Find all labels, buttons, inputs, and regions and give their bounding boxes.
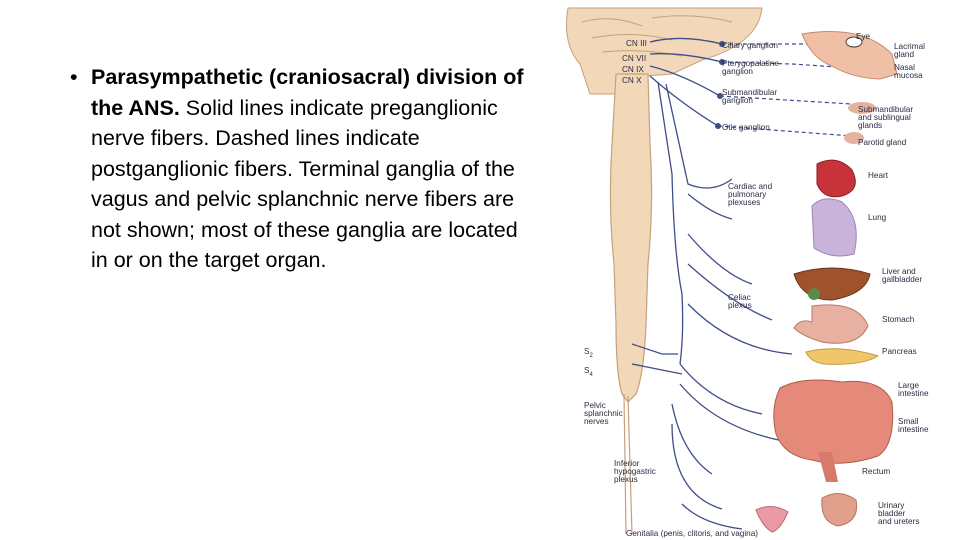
label-celiac-1: Celiac (728, 293, 751, 302)
label-rectum: Rectum (862, 467, 890, 476)
label-cardiac-3: plexuses (728, 198, 760, 207)
brain-folds (581, 15, 733, 57)
heart-organ (816, 159, 856, 198)
parotid-organ (844, 132, 864, 144)
label-salivary-1: Submandibular (858, 105, 913, 114)
label-pelvic-3: nerves (584, 417, 609, 426)
label-cn9: CN IX (622, 65, 644, 74)
label-large-2: intestine (898, 389, 929, 398)
label-liver-1: Liver and (882, 267, 916, 276)
spinal-cord (609, 73, 653, 403)
label-ciliary: Ciliary ganglion (722, 41, 778, 50)
diagram-svg: CN III CN VII CN IX CN X S2 S4 Pelvic sp… (566, 7, 929, 538)
label-cn10: CN X (622, 76, 642, 85)
bullet-body: Solid lines indicate preganglionic nerve… (91, 95, 518, 273)
label-nasal-2: mucosa (894, 71, 923, 80)
label-otic: Otic ganglion (722, 123, 770, 132)
label-genitalia: Genitalia (penis, clitoris, and vagina) (626, 529, 758, 538)
liver-organ (793, 267, 871, 301)
preganglionic-fibers (631, 37, 803, 530)
bullet-text: Parasympathetic (craniosacral) division … (91, 62, 540, 276)
label-celiac-2: plexus (728, 301, 752, 310)
label-cn7: CN VII (622, 54, 646, 63)
label-submand-2: ganglion (722, 96, 753, 105)
label-cn3: CN III (626, 39, 647, 48)
label-inferior-3: plexus (614, 475, 638, 484)
face-profile (801, 31, 898, 80)
label-urinary-3: and ureters (878, 517, 919, 526)
bullet-bold-title: Parasympathetic (craniosacral) division … (91, 65, 524, 120)
label-cardiac-1: Cardiac and (728, 182, 773, 191)
label-heart: Heart (868, 171, 889, 180)
cauda-equina (623, 393, 633, 535)
bullet-marker: • (70, 65, 78, 89)
brain-shape (566, 7, 763, 95)
label-s4: S4 (584, 366, 593, 378)
parasympathetic-diagram: CN III CN VII CN IX CN X S2 S4 Pelvic sp… (562, 4, 952, 538)
bladder-organ (821, 493, 858, 527)
label-large-1: Large (898, 381, 919, 390)
label-urinary-2: bladder (878, 509, 906, 518)
gallbladder-organ (808, 288, 820, 300)
label-salivary-3: glands (858, 121, 882, 130)
label-pterygo-2: ganglion (722, 67, 753, 76)
label-salivary-2: and sublingual (858, 113, 911, 122)
pancreas-organ (805, 348, 880, 365)
label-parotid: Parotid gland (858, 138, 907, 147)
label-pelvic-2: splanchnic (584, 409, 623, 418)
label-urinary-1: Urinary (878, 501, 905, 510)
eye-organ (845, 36, 863, 48)
label-cardiac-2: pulmonary (728, 190, 767, 199)
label-lung: Lung (868, 213, 887, 222)
label-inferior-2: hypogastric (614, 467, 656, 476)
bullet-paragraph: • Parasympathetic (craniosacral) divisio… (70, 62, 540, 276)
label-nasal-1: Nasal (894, 63, 915, 72)
salivary-glands-organ (848, 102, 876, 114)
label-s2: S2 (584, 347, 593, 359)
lung-organ (811, 198, 857, 257)
intestine-organ (773, 379, 894, 464)
label-small-2: intestine (898, 425, 929, 434)
uterus-organ (755, 506, 789, 533)
label-stomach: Stomach (882, 315, 915, 324)
rectum-organ (818, 452, 838, 482)
label-lacrimal-2: gland (894, 50, 914, 59)
label-liver-2: gallbladder (882, 275, 922, 284)
ganglia (715, 41, 725, 129)
label-pelvic-1: Pelvic (584, 401, 606, 410)
stomach-organ (793, 304, 869, 344)
label-submand-1: Submandibular (722, 88, 777, 97)
label-lacrimal-1: Lacrimal (894, 42, 925, 51)
label-inferior-1: Inferior (614, 459, 640, 468)
label-pterygo-1: Pterygopalatine (722, 59, 779, 68)
label-pancreas: Pancreas (882, 347, 917, 356)
label-eye: Eye (856, 32, 871, 41)
label-small-1: Small (898, 417, 919, 426)
